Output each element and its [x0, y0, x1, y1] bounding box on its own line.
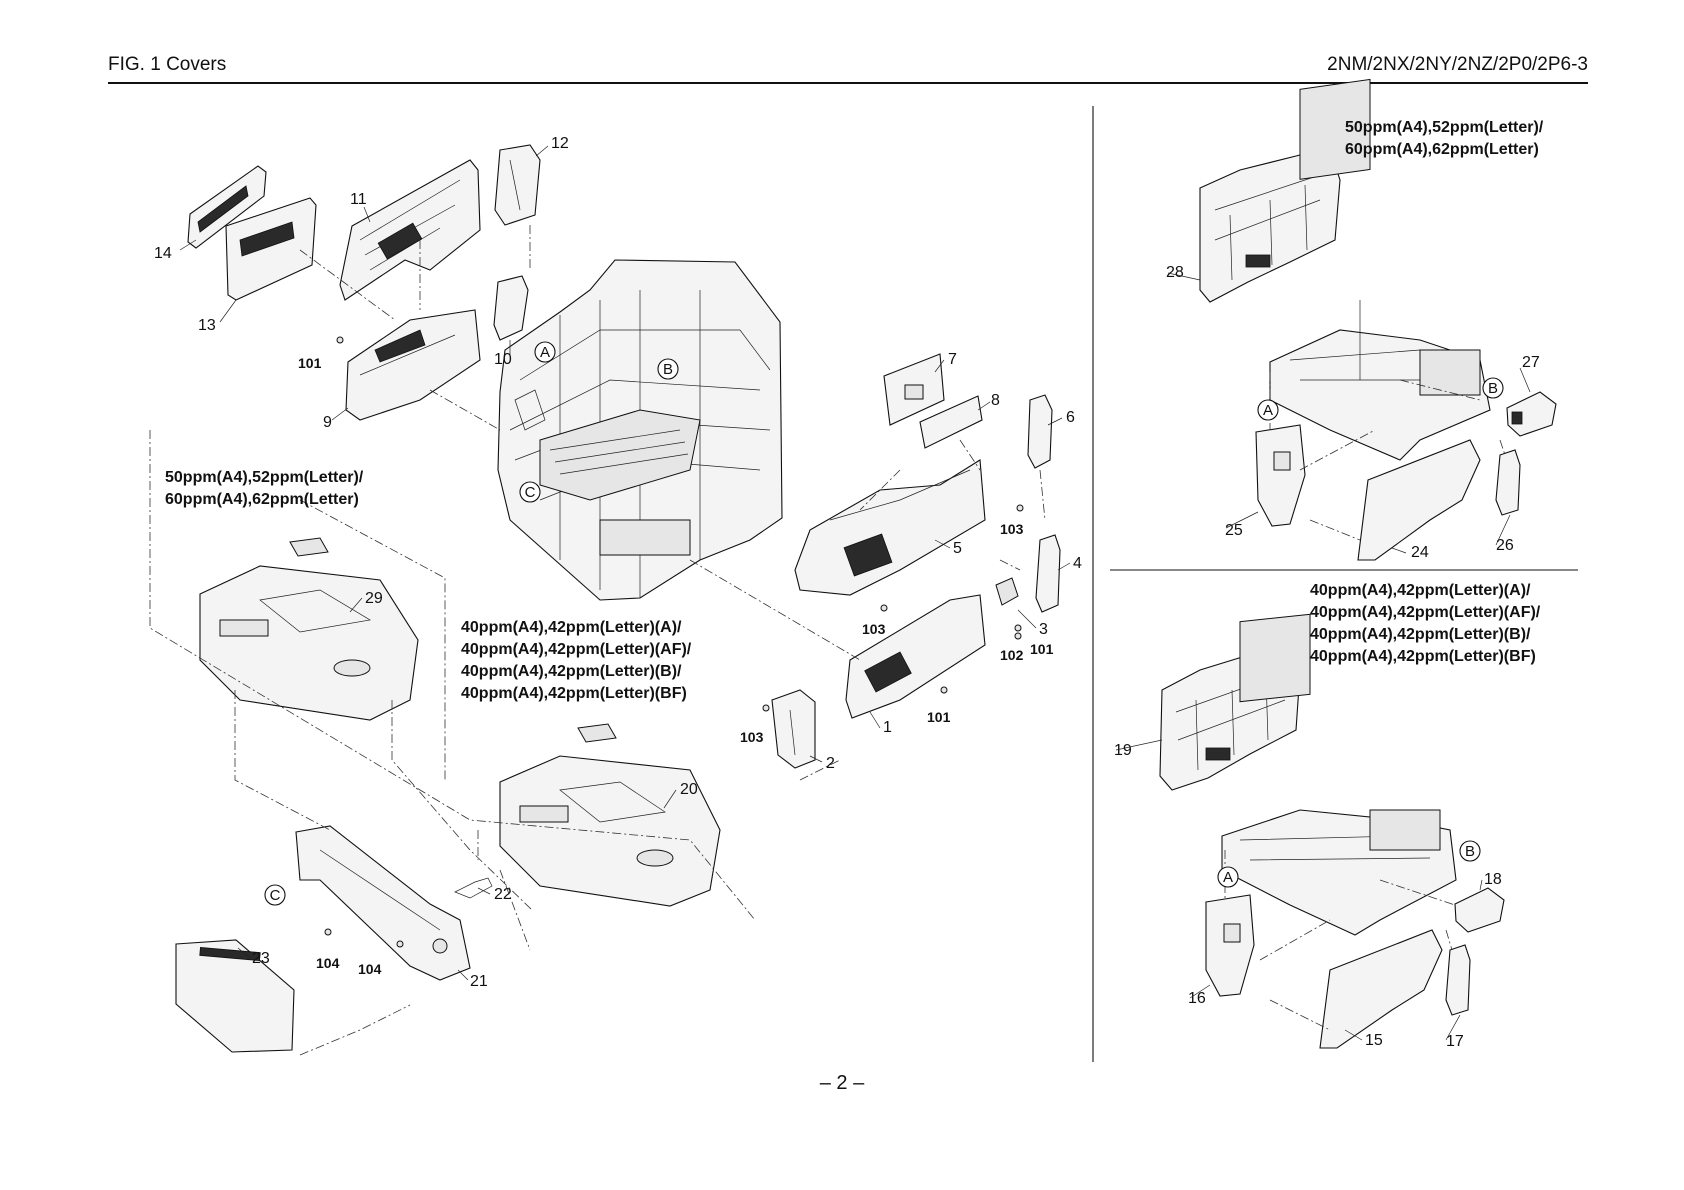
note-left-slow-line-3: 40ppm(A4),42ppm(Letter)(B)/	[461, 663, 682, 680]
note-right-slow-line-1: 40ppm(A4),42ppm(Letter)(A)/	[1310, 582, 1531, 599]
part-6-side-trim	[1027, 394, 1053, 469]
label-7: 7	[948, 351, 957, 368]
label-9: 9	[323, 414, 332, 431]
alignment-lines	[149, 430, 756, 1056]
note-right-slow-line-3: 40ppm(A4),42ppm(Letter)(B)/	[1310, 626, 1531, 643]
label-12: 12	[551, 135, 569, 152]
note-left-fast-line-2: 60ppm(A4),62ppm(Letter)	[165, 491, 359, 508]
note-left-slow-line-2: 40ppm(A4),42ppm(Letter)(AF)/	[461, 641, 692, 658]
label-screw-103-c: 103	[740, 729, 764, 745]
svg-text:C: C	[270, 887, 281, 904]
part-24-lower-cover	[1357, 439, 1481, 561]
label-25: 25	[1225, 522, 1243, 539]
label-24: 24	[1411, 544, 1429, 561]
part-25-side-bracket	[1255, 424, 1306, 527]
label-screw-101-b: 101	[1030, 641, 1054, 657]
note-right-fast-line-1: 50ppm(A4),52ppm(Letter)/	[1345, 119, 1544, 136]
label-screw-103-b: 103	[862, 621, 886, 637]
ref-marker-b-right-bottom: B	[1459, 840, 1481, 862]
leader-lines	[179, 145, 1531, 1041]
screw-icons	[324, 336, 1024, 948]
label-19: 19	[1114, 742, 1132, 759]
label-22: 22	[494, 886, 512, 903]
label-3: 3	[1039, 621, 1048, 638]
note-right-fast-line-2: 60ppm(A4),62ppm(Letter)	[1345, 141, 1539, 158]
part-13-rear-panel	[225, 197, 317, 301]
ref-marker-a-right-top: A	[1257, 399, 1279, 421]
label-13: 13	[198, 317, 216, 334]
note-left-slow-line-1: 40ppm(A4),42ppm(Letter)(A)/	[461, 619, 682, 636]
svg-text:B: B	[1488, 380, 1498, 397]
label-20: 20	[680, 781, 698, 798]
label-1: 1	[883, 719, 892, 736]
part-29-top-cover	[199, 565, 419, 721]
label-screw-102: 102	[1000, 647, 1024, 663]
note-left-fast-line-1: 50ppm(A4),52ppm(Letter)/	[165, 469, 364, 486]
note-left-slow-line-4: 40ppm(A4),42ppm(Letter)(BF)	[461, 685, 687, 702]
svg-text:C: C	[525, 484, 536, 501]
part-23-front-door	[175, 939, 295, 1053]
part-22-link-part	[454, 877, 493, 899]
part-4-side-trim	[1035, 534, 1061, 613]
label-15: 15	[1365, 1032, 1383, 1049]
label-23: 23	[252, 950, 270, 967]
part-1-front-right-cover	[845, 594, 986, 719]
part-27-latch	[1506, 391, 1557, 437]
header-rule	[108, 82, 1588, 84]
part-21-front-frame	[295, 825, 471, 981]
part-15-lower-cover	[1319, 929, 1443, 1049]
part-5-right-side-cover	[794, 459, 986, 596]
part-9-inner-cover	[345, 309, 481, 421]
label-screw-103-a: 103	[1000, 521, 1024, 537]
main-frame-assembly	[497, 259, 783, 601]
part-16-side-bracket	[1205, 894, 1255, 997]
ref-marker-b-main: B	[657, 358, 679, 380]
figure-title: FIG. 1 Covers	[108, 54, 227, 75]
label-17: 17	[1446, 1033, 1464, 1050]
label-11: 11	[350, 191, 367, 208]
part-17-side-trim	[1445, 944, 1471, 1016]
label-14: 14	[154, 245, 172, 262]
part-12-side-cover	[494, 144, 541, 226]
label-29: 29	[365, 590, 383, 607]
part-3-small-bracket	[995, 577, 1019, 606]
label-screw-104-a: 104	[316, 955, 340, 971]
svg-text:A: A	[1223, 869, 1233, 886]
ref-marker-c-front: C	[264, 884, 286, 906]
label-5: 5	[953, 540, 962, 557]
label-4: 4	[1073, 555, 1082, 572]
label-16: 16	[1188, 990, 1206, 1007]
label-screw-104-b: 104	[358, 961, 382, 977]
label-8: 8	[991, 392, 1000, 409]
part-2-corner-cover	[771, 689, 816, 769]
label-18: 18	[1484, 871, 1502, 888]
label-10: 10	[494, 351, 512, 368]
svg-text:B: B	[1465, 843, 1475, 860]
ref-marker-b-right-top: B	[1482, 377, 1504, 399]
part-20-top-cover	[499, 755, 721, 907]
label-6: 6	[1066, 409, 1075, 426]
svg-text:B: B	[663, 361, 673, 378]
svg-text:A: A	[540, 344, 550, 361]
part-18-latch	[1454, 887, 1505, 933]
ref-marker-a-right-bottom: A	[1217, 866, 1239, 888]
model-codes: 2NM/2NX/2NY/2NZ/2P0/2P6-3	[1327, 54, 1588, 75]
part-8-plate	[919, 395, 983, 449]
label-26: 26	[1496, 537, 1514, 554]
ref-marker-a-main: A	[534, 341, 556, 363]
ref-marker-c-main: C	[519, 481, 541, 503]
page-number: – 2 –	[819, 1072, 865, 1094]
label-screw-101-a: 101	[298, 355, 322, 371]
label-28: 28	[1166, 264, 1184, 281]
label-21: 21	[470, 973, 488, 990]
part-10-bracket-cover	[493, 275, 529, 341]
label-screw-101-c: 101	[927, 709, 951, 725]
note-right-slow-line-4: 40ppm(A4),42ppm(Letter)(BF)	[1310, 648, 1536, 665]
svg-text:A: A	[1263, 402, 1273, 419]
note-right-slow-line-2: 40ppm(A4),42ppm(Letter)(AF)/	[1310, 604, 1541, 621]
part-26-side-trim	[1495, 449, 1521, 516]
label-2: 2	[826, 755, 835, 772]
label-27: 27	[1522, 354, 1540, 371]
